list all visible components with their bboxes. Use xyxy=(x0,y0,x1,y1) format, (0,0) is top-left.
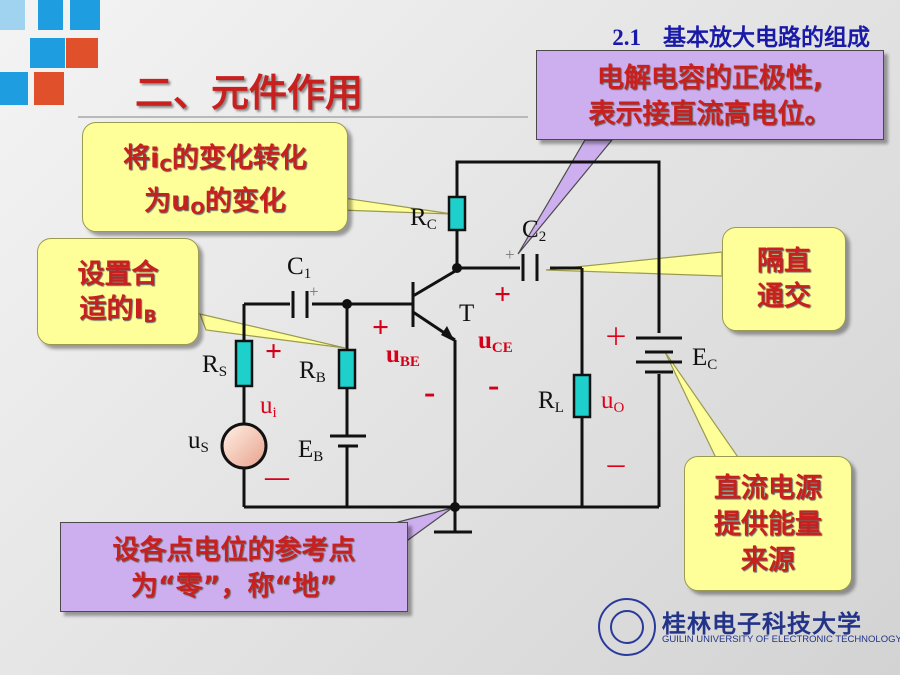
label-ui: ui xyxy=(260,392,277,421)
callout-rc-function: 将iC的变化转化 为uO的变化 xyxy=(82,122,348,232)
label-c2: C2 xyxy=(522,216,547,245)
uo-minus-sign: － xyxy=(604,455,628,481)
page-title: 二、元件作用 xyxy=(135,71,364,115)
resistor-rl xyxy=(572,373,592,419)
resistor-rb xyxy=(337,348,357,390)
junction-base xyxy=(342,299,352,309)
label-c1: C1 xyxy=(287,253,312,282)
c1-plus-mark: + xyxy=(309,282,319,301)
callout-pointer-coupling xyxy=(545,251,723,277)
resistor-rs xyxy=(234,339,254,388)
junction-collector xyxy=(452,263,462,273)
university-logo: 桂林电子科技大学 GUILIN UNIVERSITY OF ELECTRONIC… xyxy=(598,598,900,660)
university-name-en: GUILIN UNIVERSITY OF ELECTRONIC TECHNOLO… xyxy=(662,634,900,645)
label-transistor: T xyxy=(459,300,475,327)
callout-ec-function: 直流电源 提供能量 来源 xyxy=(684,456,852,591)
label-eb: EB xyxy=(298,436,324,465)
label-rc: RC xyxy=(410,204,437,233)
label-rs: RS xyxy=(202,351,228,380)
ui-plus-sign: + xyxy=(265,335,283,368)
callout-capacitor-polarity: 电解电容的正极性, 表示接直流高电位。 xyxy=(536,50,884,140)
label-ube: uBE xyxy=(386,341,420,370)
section-header: 2.1 基本放大电路的组成 xyxy=(612,18,870,52)
callout-ground-reference: 设各点电位的参考点 为“零”，称“地” xyxy=(60,522,408,612)
uce-minus-sign: - xyxy=(488,367,500,404)
ui-minus-sign: — xyxy=(265,465,289,491)
label-us: uS xyxy=(188,427,209,456)
callout-rb-function: 设置合 适的IB xyxy=(37,238,199,345)
resistor-rc xyxy=(447,195,467,232)
label-uo: uO xyxy=(601,387,625,416)
callout-coupling-function: 隔直 通交 xyxy=(722,227,846,331)
title-divider xyxy=(78,116,528,118)
label-uce: uCE xyxy=(478,327,513,356)
uce-plus-sign: + xyxy=(494,278,512,311)
university-name-cn: 桂林电子科技大学 xyxy=(662,609,862,638)
ube-plus-sign: + xyxy=(372,311,390,344)
signal-source-us xyxy=(220,422,268,470)
university-seal-icon xyxy=(598,598,656,656)
callout-pointer-c2 xyxy=(517,139,614,255)
label-rb: RB xyxy=(299,357,326,386)
section-number: 2.1 xyxy=(612,25,641,50)
ube-minus-sign: - xyxy=(424,374,436,411)
junction-ground xyxy=(450,502,460,512)
uo-plus-sign: ＋ xyxy=(604,325,628,351)
label-ec: EC xyxy=(692,344,718,373)
section-title: 基本放大电路的组成 xyxy=(663,25,870,50)
callout-pointer-rb xyxy=(199,313,346,349)
circuit-wires xyxy=(242,160,682,534)
label-rl: RL xyxy=(538,387,564,416)
emitter-arrow xyxy=(441,326,455,342)
c2-plus-mark: + xyxy=(505,245,515,264)
